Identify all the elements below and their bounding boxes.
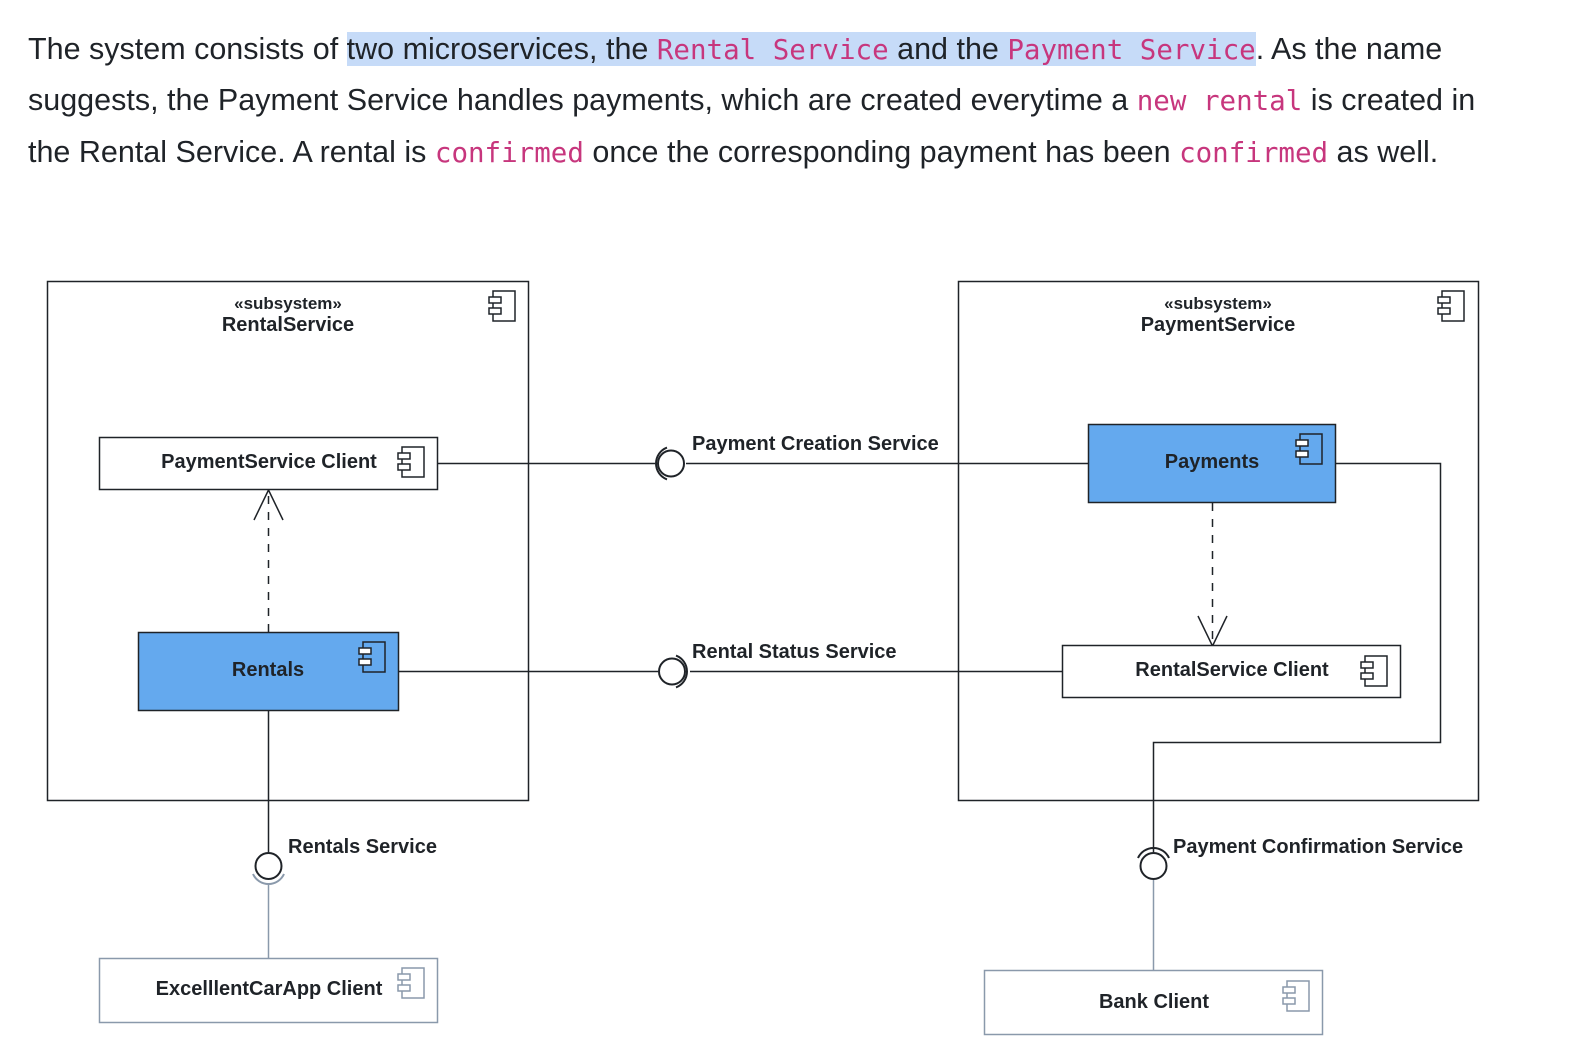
intro-text: as well.	[1328, 134, 1439, 169]
component-label: Bank Client	[1099, 991, 1209, 1013]
intro-text: . As the name suggests, the Payment Serv…	[28, 32, 1443, 118]
code-new-rental: new rental	[1136, 85, 1303, 118]
subsystem-name: RentalService	[222, 314, 354, 336]
component-icon	[488, 290, 516, 322]
dependencies	[253, 488, 1228, 648]
interface-label: Payment Confirmation Service	[1173, 836, 1463, 858]
provided-interface-ball	[1139, 852, 1168, 880]
subsystem-payment-service: «subsystem» PaymentService	[957, 280, 1480, 802]
code-payment-service: Payment Service	[1007, 34, 1256, 66]
code-confirmed: confirmed	[1179, 136, 1329, 169]
text-selection-highlight: two microservices, the Rental Service an…	[346, 32, 1256, 66]
intro-text: and the	[888, 32, 1008, 66]
component-excellent-car-app-client: ExcelllentCarApp Client	[98, 957, 439, 1024]
connector-line	[1152, 462, 1442, 852]
required-interface-socket	[1137, 846, 1170, 859]
provided-interface-ball	[658, 657, 686, 686]
component-bank-client: Bank Client	[983, 969, 1324, 1036]
required-interface-socket	[252, 873, 285, 886]
subsystem-stereotype: «subsystem»	[234, 294, 342, 313]
subsystem-name: PaymentService	[1141, 314, 1296, 336]
component-label: Payments	[1165, 451, 1260, 473]
interface-payment-confirmation: Payment Confirmation Service	[1137, 836, 1463, 880]
component-icon	[1437, 290, 1465, 322]
provided-interface-ball	[657, 449, 685, 478]
code-rental-service: Rental Service	[656, 34, 889, 66]
external-connectors	[267, 880, 1155, 970]
intro-text: two microservices, the	[346, 32, 657, 66]
code-confirmed: confirmed	[434, 136, 584, 169]
interface-rental-status: Rental Status Service	[658, 641, 897, 689]
intro-text: once the corresponding payment has been	[583, 134, 1180, 169]
component-label: Rentals	[232, 659, 304, 681]
connectors	[267, 462, 1442, 852]
interface-label: Rentals Service	[288, 836, 437, 858]
intro-text: is created in the Rental Service. A rent…	[28, 83, 1476, 169]
component-label: PaymentService Client	[161, 451, 377, 473]
interface-payment-creation: Payment Creation Service	[655, 433, 939, 481]
required-interface-socket	[655, 446, 668, 481]
intro-paragraph: The system consists of two microservices…	[28, 24, 1508, 178]
component-rental-service-client: RentalService Client	[1061, 644, 1402, 699]
required-interface-socket	[675, 654, 688, 689]
interface-rentals-service: Rentals Service	[252, 836, 437, 886]
component-label: ExcelllentCarApp Client	[156, 978, 383, 1000]
subsystem-rental-service: «subsystem» RentalService	[46, 280, 530, 802]
provided-interface-ball	[254, 852, 283, 880]
interface-label: Payment Creation Service	[692, 433, 939, 455]
component-rentals: Rentals	[137, 631, 400, 712]
intro-text: The system consists of	[28, 32, 347, 66]
component-payments: Payments	[1087, 423, 1337, 504]
component-payment-service-client: PaymentService Client	[98, 436, 439, 491]
interface-label: Rental Status Service	[692, 641, 897, 663]
component-label: RentalService Client	[1135, 659, 1329, 681]
subsystem-stereotype: «subsystem»	[1164, 294, 1272, 313]
